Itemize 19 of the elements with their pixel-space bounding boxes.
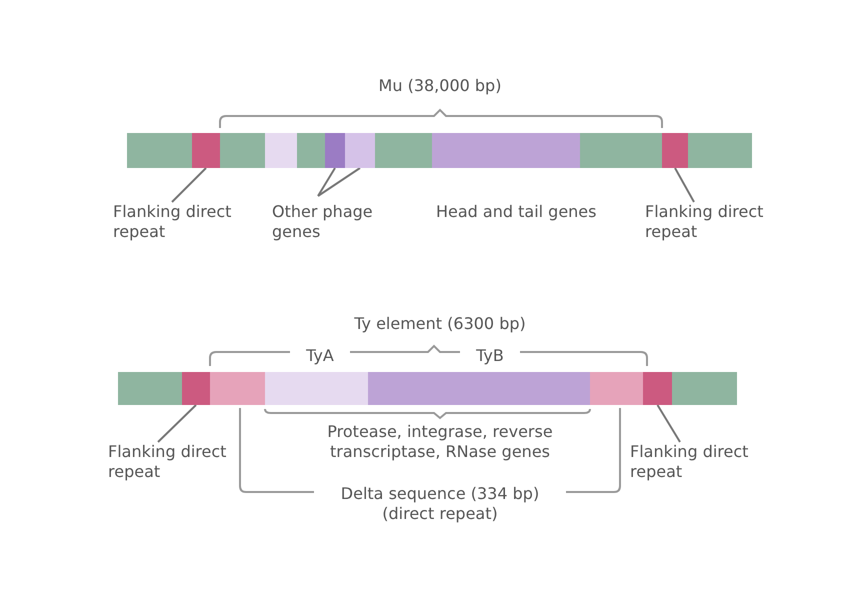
dna-segment [643,372,672,405]
leader-line [157,404,197,443]
dna-segment [325,133,345,168]
leader-line [317,167,336,197]
segment-label: Flanking direct repeat [108,442,228,482]
dna-segment [182,372,210,405]
leader-line [674,168,695,202]
leader-line [317,167,361,197]
dna-segment [192,133,220,168]
segment-label: Other phage genes [272,202,412,242]
segment-label: Flanking direct repeat [645,202,795,242]
gene-label: TyB [460,346,520,366]
segment-label: Flanking direct repeat [630,442,750,482]
dna-segment [345,133,375,168]
dna-segment [662,133,688,168]
segment-label: Flanking direct repeat [113,202,263,242]
leader-line [171,167,207,203]
gene-label: TyA [290,346,350,366]
leader-line [656,404,681,443]
